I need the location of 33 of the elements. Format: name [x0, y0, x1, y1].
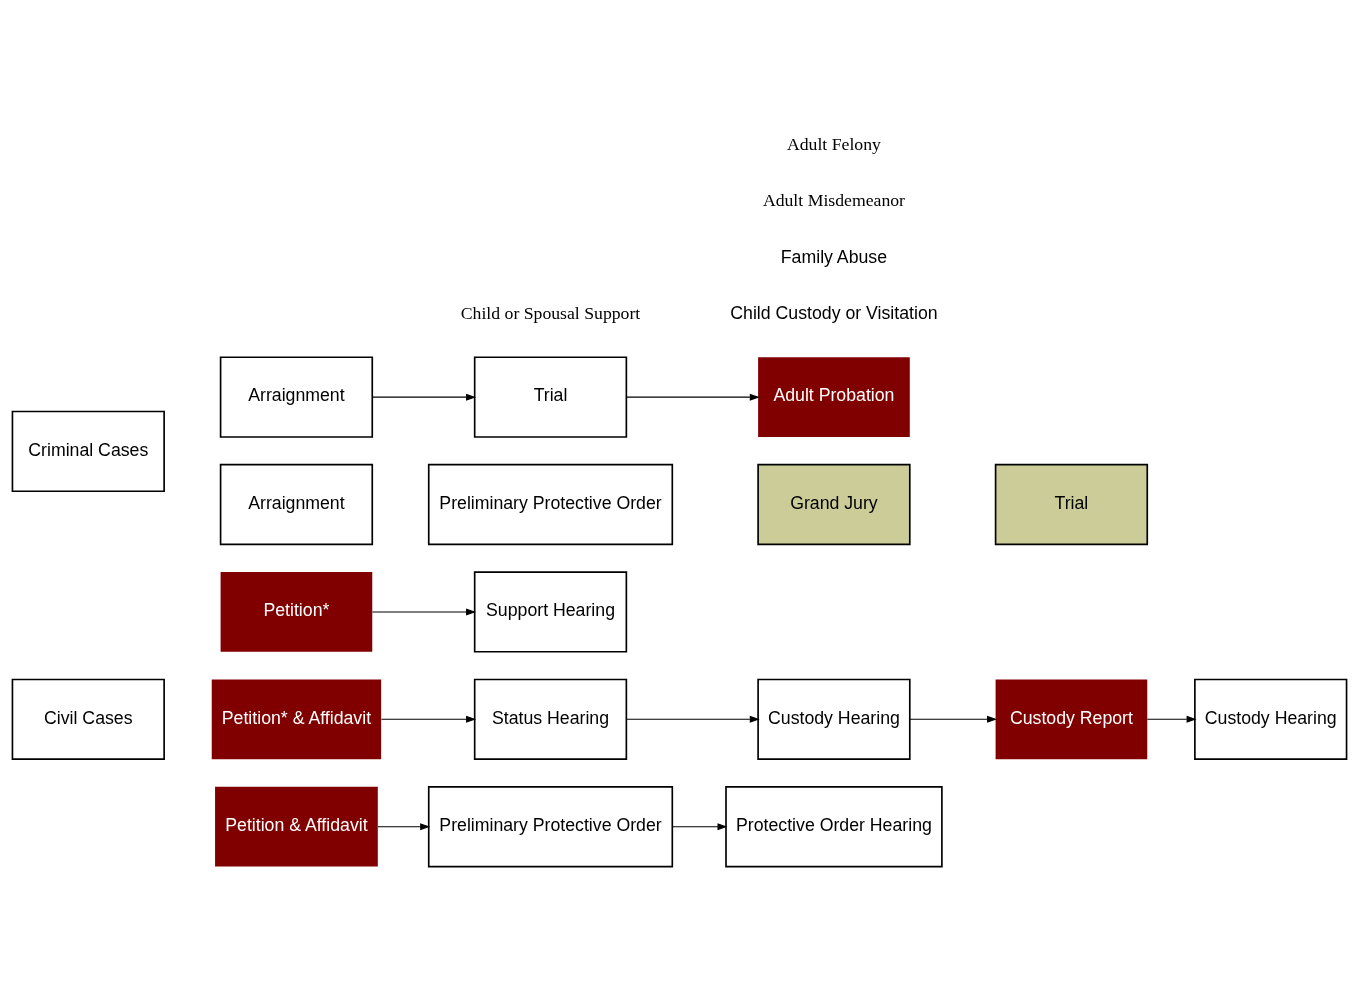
node-box: Arraignment [219, 355, 374, 438]
node-box: Preliminary Protective Order [427, 463, 674, 545]
node-box: Arraignment [219, 463, 374, 545]
arrow [380, 715, 477, 723]
node-box: Adult Probation [758, 356, 910, 437]
arrow [1146, 715, 1197, 723]
node-box: Custody Report [995, 678, 1148, 759]
arrow [909, 715, 998, 723]
node-box: Status Hearing [473, 678, 628, 760]
node-box: Custody Hearing [757, 678, 911, 760]
label: Adult Misdemeanor [762, 189, 905, 210]
node-box: Grand Jury [757, 463, 911, 545]
node-box: Preliminary Protective Order [427, 785, 674, 867]
arrow [371, 607, 477, 615]
arrow [377, 822, 431, 830]
label: Child or Spousal Support [460, 302, 641, 323]
node-box: Support Hearing [473, 570, 628, 653]
arrow [671, 822, 728, 830]
arrow [626, 715, 760, 723]
label: Adult Felony [786, 133, 881, 154]
arrow [626, 393, 760, 401]
node-box: Trial [473, 355, 628, 438]
node-box: Protective Order Hearing [725, 785, 943, 867]
node-box: Petition & Affidavit [215, 786, 378, 867]
node-box: Trial [994, 463, 1149, 545]
node-box: Civil Cases [11, 678, 165, 760]
arrow [371, 393, 477, 401]
label: Family Abuse [780, 246, 888, 267]
node-box: Petition* [220, 571, 373, 652]
node-box: Petition* & Affidavit [211, 678, 382, 759]
node-box: Criminal Cases [11, 410, 165, 492]
label: Child Custody or Visitation [730, 302, 938, 323]
node-box: Custody Hearing [1194, 678, 1348, 760]
